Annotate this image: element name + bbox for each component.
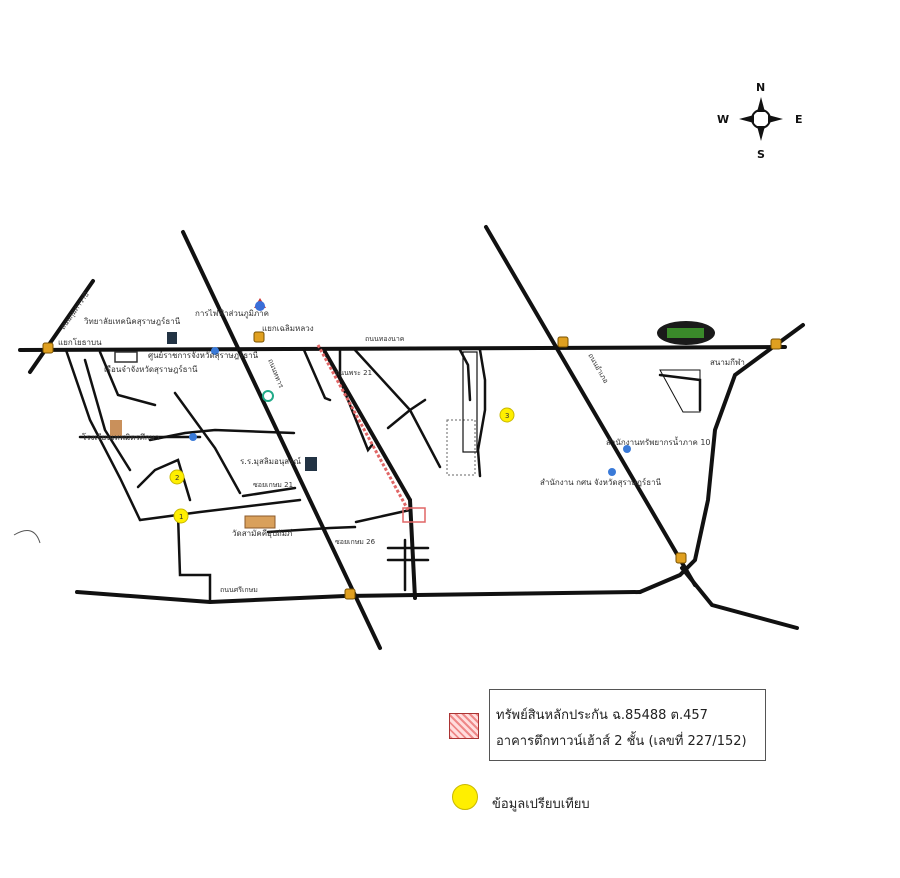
collateral-property (316, 344, 426, 523)
comparison-markers: 1 2 3 (169, 407, 515, 524)
place-label: เรือนจำจังหวัดสุราษฎร์ธานี (104, 364, 198, 374)
comparison-marker-label: 1 (179, 513, 183, 521)
road-label: ถนนทหาร (266, 358, 285, 390)
school-icon (114, 351, 138, 363)
office-icon (623, 445, 631, 453)
comparison-marker-label: 3 (505, 412, 509, 420)
place-label: แยกเฉลิมหลวง (262, 324, 314, 333)
road-main-east-west (18, 345, 787, 352)
road-bottom (75, 590, 642, 605)
office-icon (189, 433, 197, 441)
junction-icon (42, 342, 54, 354)
place-label: ร.ร.มุสลิมอนุสรณ์ (240, 456, 301, 466)
compass-w: W (717, 113, 729, 126)
place-label: ศูนย์ราชการจังหวัดสุราษฎร์ธานี (148, 350, 259, 361)
junction-icon (675, 552, 687, 564)
place-label: แยกโยธาบน (58, 337, 102, 347)
comparison-marker (499, 407, 515, 423)
office-icon (211, 347, 219, 355)
scan-mark (13, 530, 41, 544)
housing-block-icon (462, 351, 478, 453)
place-label: วัดสามัคคีอุปถัมภ์ (232, 528, 292, 538)
compass-e: E (795, 113, 803, 126)
legend-collateral-line2: อาคารตึกทาวน์เฮ้าส์ 2 ชั้น (เลขที่ 227/1… (496, 734, 747, 749)
comparison-legend-dot (452, 784, 478, 810)
junction-icon (253, 331, 265, 343)
school-building-icon (110, 420, 122, 436)
road-center-diagonal (181, 230, 382, 650)
road-label: ซอยเกษม 26 (335, 538, 376, 546)
electricity-icon (255, 301, 265, 311)
road-west-diagonal (28, 279, 95, 374)
compass-rose: N S W E (717, 81, 803, 161)
junction-icon (557, 336, 569, 348)
road-label: ถนนอำเภอ (586, 352, 610, 385)
map-labels: ถนนกุมภาวาปี ถนนทองนาค ถนนศรีเกษม ซอยเกษ… (58, 290, 745, 594)
place-label: สำนักงานทรัพยากรน้ำภาค 10 (606, 436, 711, 447)
place-label: โรงเรียนเทพมิตรศึกษา (82, 432, 159, 442)
road-east-diagonal (484, 225, 697, 587)
place-label: วิทยาลัยเทคนิคสุราษฎร์ธานี (83, 316, 180, 326)
junction-markers (42, 331, 782, 600)
road-east-curve (638, 323, 805, 594)
stadium-icon (667, 328, 704, 338)
place-label: สำนักงาน กศน จังหวัดสุราษฎร์ธานี (540, 477, 662, 487)
compass-s: S (757, 148, 765, 161)
building-icon (305, 457, 317, 471)
legend-box: ทรัพย์สินหลักประกัน ฉ.85488 ต.457 อาคารต… (489, 689, 766, 761)
building-icon (167, 332, 177, 344)
comparison-legend-label: ข้อมูลเปรียบเทียบ (492, 797, 590, 812)
temple-icon (244, 515, 276, 529)
recycle-icon (262, 390, 274, 402)
comparison-marker (173, 508, 189, 524)
road-label: ถนนทองนาค (365, 335, 405, 343)
housing-block-icon (659, 369, 701, 413)
road-east-branch (680, 566, 799, 630)
housing-block-icon (446, 419, 476, 476)
collateral-swatch (449, 713, 479, 739)
compass-n: N (756, 81, 765, 94)
secondary-roads (64, 348, 702, 604)
junction-icon (770, 338, 782, 350)
roads (18, 225, 805, 650)
comparison-marker (169, 469, 185, 485)
office-icon (608, 468, 616, 476)
road-label: ถนนพระ 21 (335, 369, 372, 377)
road-label: ถนนศรีเกษม (220, 586, 258, 594)
place-label: การไฟฟ้าส่วนภูมิภาค (195, 309, 269, 319)
legend-collateral-line1: ทรัพย์สินหลักประกัน ฉ.85488 ต.457 (496, 708, 708, 723)
junction-icon (344, 588, 356, 600)
buildings (110, 298, 715, 529)
road-label: ซอยเกษม 21 (253, 481, 293, 489)
comparison-marker-label: 2 (175, 474, 179, 482)
place-label: สนามกีฬา (710, 358, 745, 367)
